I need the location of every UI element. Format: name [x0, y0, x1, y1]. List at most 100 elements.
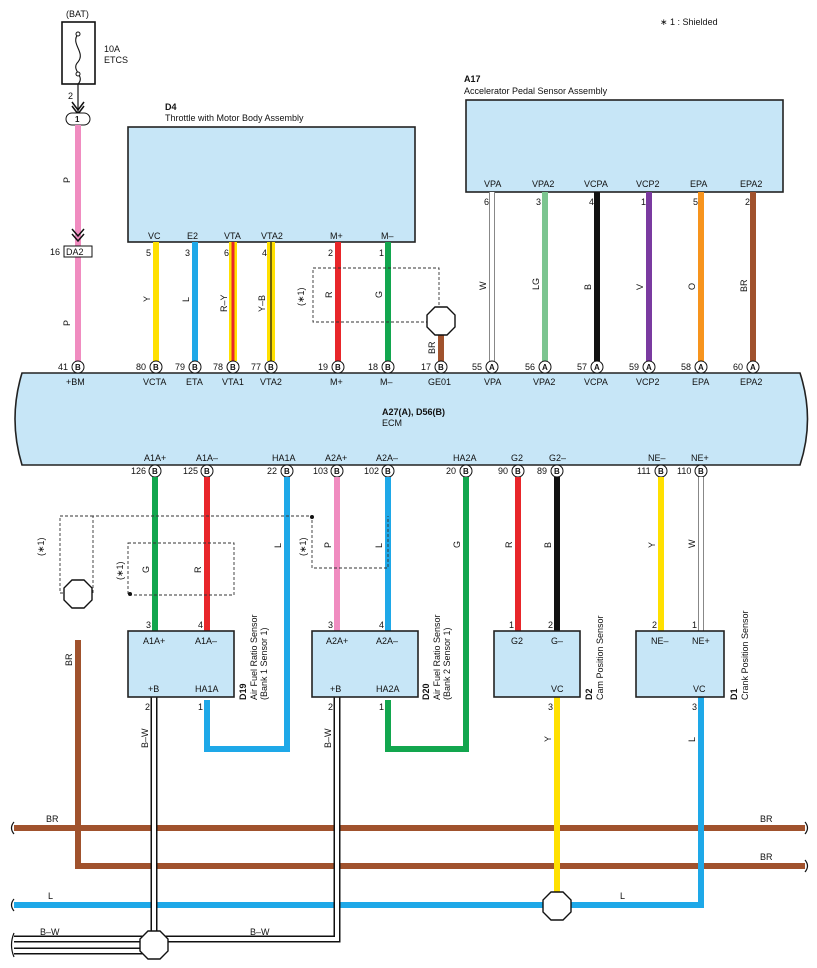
d20-sub: (Bank 2 Sensor 1): [442, 627, 452, 700]
d19-pin: 1: [198, 702, 203, 712]
ecm-pin-label: EPA2: [740, 377, 762, 387]
d4-pin-label-vta: VTA: [224, 231, 241, 241]
ecm-bpin-num: 126: [131, 466, 146, 476]
ecm-pin-num: 79: [175, 362, 185, 372]
ecm-pin-label: M+: [330, 377, 343, 387]
ecm-pin-num: 60: [733, 362, 743, 372]
wire-label: B: [543, 542, 553, 548]
ecm-bpin-num: 110: [677, 466, 691, 476]
ecm-pin-vcta: [149, 360, 163, 374]
d19-label: +B: [148, 684, 159, 694]
ecm-bpin-num: 125: [183, 466, 198, 476]
ecm-bpin-num: 102: [364, 466, 379, 476]
d4-pin-label-e2: E2: [187, 231, 198, 241]
bus-l: [14, 692, 704, 908]
bus-break-icon: [10, 821, 15, 835]
ecm-pin-conn: B: [335, 363, 341, 372]
ecm-bpin-conn: B: [385, 467, 391, 476]
d4-pin-label-vta2: VTA2: [261, 231, 283, 241]
ecm-pin-vta2: [264, 360, 278, 374]
ecm-bpin-conn: B: [152, 467, 158, 476]
connector-arrow-icon: [71, 228, 85, 243]
a17-pin-num-epa: 5: [693, 197, 698, 207]
ecm-bpin-label: NE–: [648, 453, 666, 463]
shield-box-d4: [312, 267, 440, 323]
wire-ha2a-g: [385, 477, 469, 752]
wire-label: L: [273, 543, 283, 548]
wire-label-o: O: [687, 283, 697, 290]
ecm-pin-conn: A: [750, 363, 756, 372]
d4-code: D4: [165, 102, 177, 112]
wire-label-g: G: [374, 291, 384, 298]
fuse-terminal-bottom: [75, 71, 81, 77]
d20-pin: 1: [379, 702, 384, 712]
ecm-pin-label: VPA: [484, 377, 501, 387]
ecm-pin-conn: A: [489, 363, 495, 372]
ecm-pin-epa2: [746, 360, 760, 374]
ecm-bpin-label: NE+: [691, 453, 709, 463]
ecm-pin-conn: A: [646, 363, 652, 372]
d20-pin: 4: [379, 620, 384, 630]
bus-bw-mid-outline: [154, 692, 341, 943]
ecm-pin-vta1: [226, 360, 240, 374]
d2-code: D2: [584, 688, 594, 700]
a17-name: Accelerator Pedal Sensor Assembly: [464, 86, 608, 96]
ecm-pin-conn: A: [698, 363, 704, 372]
d20-label: A2A–: [376, 636, 398, 646]
ecm-pin-mplus: [331, 360, 345, 374]
ecm-pin-label: VPA2: [533, 377, 555, 387]
d19-sub: (Bank 1 Sensor 1): [259, 627, 269, 700]
ecm-pin-conn: B: [153, 363, 159, 372]
shield-label: (∗1): [115, 561, 125, 580]
ecm-pin-vcp2: [642, 360, 656, 374]
ecm-name: ECM: [382, 418, 402, 428]
bus-label-br-mid: BR: [760, 852, 773, 862]
d1-code: D1: [729, 688, 739, 700]
a17-pin-num-vcpa: 4: [589, 197, 594, 207]
splice-bw-bus: [139, 930, 169, 960]
ecm-bpin-num: 20: [446, 466, 456, 476]
a17-pin-label-vcp2: VCP2: [636, 179, 660, 189]
shield-ground-splice: [426, 306, 456, 336]
d2-label: VC: [551, 684, 564, 694]
a17-pin-num-epa2: 2: [745, 197, 750, 207]
ecm-bpin-conn: B: [554, 467, 560, 476]
ecm-pin-label: VCTA: [143, 377, 166, 387]
ecm-pin-conn: A: [542, 363, 548, 372]
ecm-bpin-conn: B: [284, 467, 290, 476]
ecm-top-pins: B B B B B B B B A A A A A A 41 80 79 78 …: [58, 360, 762, 387]
d2-pin: 1: [509, 620, 514, 630]
a17-pin-num-vpa: 6: [484, 197, 489, 207]
shield-label: (∗1): [36, 537, 46, 556]
d1-name: Crank Position Sensor: [740, 610, 750, 700]
wire-label-ry: R–Y: [219, 294, 229, 312]
wire-label-b: B: [583, 284, 593, 290]
wire-label: G: [452, 541, 462, 548]
ecm-bpin-label: A2A–: [376, 453, 398, 463]
fuse-terminal-top: [75, 31, 81, 37]
ecm-pin-bm: [71, 360, 85, 374]
d1-pin: 1: [692, 620, 697, 630]
d20-label: HA2A: [376, 684, 400, 694]
junction-pin: 1: [75, 115, 80, 124]
bus-label-l-left: L: [48, 891, 53, 901]
ecm-bpin-conn: B: [698, 467, 704, 476]
ecm-pin-conn: A: [594, 363, 600, 372]
wire-label-bw: B–W: [140, 728, 150, 748]
da2-connector: [63, 245, 93, 258]
ecm-bpin-num: 111: [637, 466, 651, 476]
ecm-bpin-num: 89: [537, 466, 547, 476]
ecm-pin-label: VCP2: [636, 377, 660, 387]
splice-l-bus: [542, 891, 572, 921]
ecm-bpin-label: A1A–: [196, 453, 218, 463]
legend: ∗ 1 : Shielded: [660, 17, 718, 27]
shield-node: [310, 515, 314, 519]
wire-p-label-2: P: [62, 320, 72, 326]
ecm-pin-label: M–: [380, 377, 393, 387]
ecm-pin-label: VTA2: [260, 377, 282, 387]
ecm-pin-conn: B: [75, 363, 81, 372]
wire-label-y: Y: [543, 736, 553, 742]
bus-br-mid: [75, 640, 805, 869]
d2-pin: 2: [548, 620, 553, 630]
ecm-pin-mminus: [381, 360, 395, 374]
